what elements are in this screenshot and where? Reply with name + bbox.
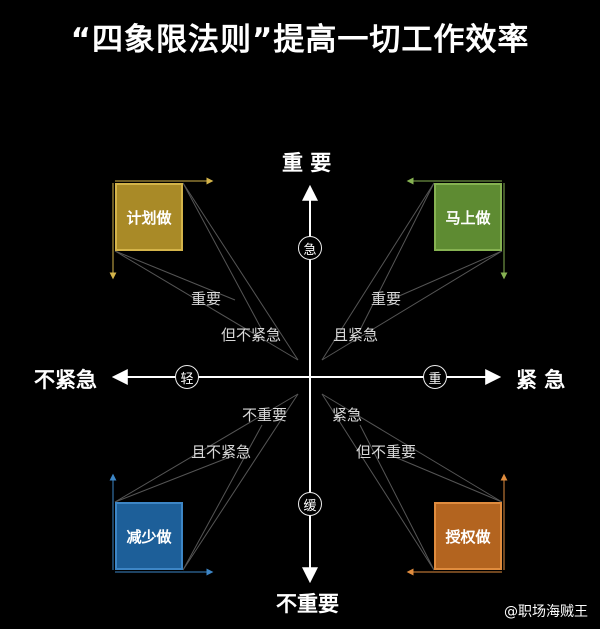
bottom-right-line1: 紧急 bbox=[332, 406, 363, 424]
marker-slow: 缓 bbox=[298, 492, 322, 516]
bottom-left-decoration bbox=[109, 393, 299, 576]
marker-light: 轻 bbox=[175, 365, 199, 389]
top-left-line1: 重要 bbox=[191, 290, 222, 308]
box-plan: 计划做 bbox=[115, 183, 183, 251]
box-reduce: 减少做 bbox=[115, 502, 183, 570]
top-right-line2: 且紧急 bbox=[333, 326, 379, 344]
axis-label-urgent: 紧 急 bbox=[516, 368, 566, 392]
top-left-line2: 但不紧急 bbox=[221, 326, 282, 344]
box-do-now: 马上做 bbox=[434, 183, 502, 251]
axis-label-not-urgent: 不紧急 bbox=[34, 368, 97, 392]
bottom-right-line2: 但不重要 bbox=[356, 443, 417, 461]
box-delegate: 授权做 bbox=[434, 502, 502, 570]
top-right-line1: 重要 bbox=[371, 290, 402, 308]
axis-label-not-important: 不重要 bbox=[276, 592, 339, 616]
axis-label-important: 重 要 bbox=[282, 151, 332, 175]
bottom-left-line1: 不重要 bbox=[242, 406, 288, 424]
watermark: @职场海贼王 bbox=[504, 604, 588, 620]
marker-urgent: 急 bbox=[298, 236, 322, 260]
top-left-decoration bbox=[109, 177, 299, 361]
marker-heavy: 重 bbox=[423, 365, 447, 389]
top-right-decoration bbox=[321, 177, 508, 361]
bottom-left-line2: 且不紧急 bbox=[191, 443, 252, 461]
bottom-right-decoration bbox=[321, 393, 508, 576]
page-title: “四象限法则”提高一切工作效率 bbox=[70, 22, 530, 58]
